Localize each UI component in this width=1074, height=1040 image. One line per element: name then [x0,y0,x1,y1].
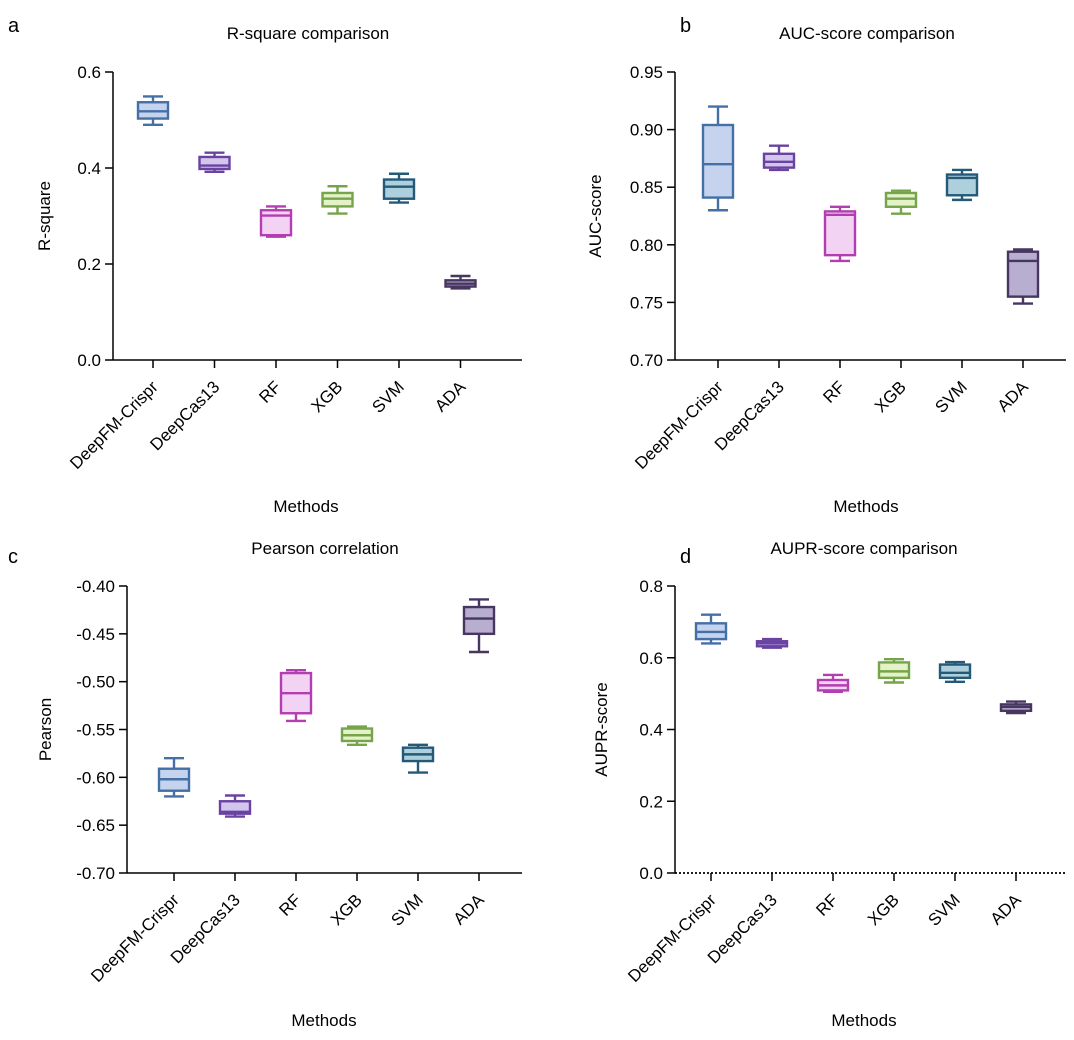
iqr-box [877,661,911,680]
box-deepcas13 [755,637,789,649]
box-deepcas13 [218,794,252,818]
x-tick-label: DeepFM-Crispr [624,890,720,986]
iqr-box [462,605,496,636]
y-tick-label: -0.70 [76,864,115,883]
panel-letter: c [8,546,18,568]
x-tick-label: ADA [994,377,1033,416]
iqr-box [823,210,857,257]
x-tick-label: XGB [327,890,366,929]
chart-title: AUPR-score comparison [770,539,957,558]
box-deepfm-crispr [701,105,735,212]
y-axis-label: AUPR-score [592,682,611,776]
chart-title: Pearson correlation [251,539,398,558]
y-tick-label: -0.60 [76,768,115,787]
y-tick-label: 0.95 [630,63,663,82]
box-rf [279,668,313,723]
iqr-box [701,123,735,199]
panel-letter: a [8,15,20,37]
x-axis-label: Methods [291,1011,356,1030]
x-axis-label: Methods [273,497,338,516]
y-axis-label: R-square [35,181,54,251]
y-axis-label: Pearson [36,698,55,761]
box-xgb [877,657,911,684]
chart-title: R-square comparison [227,24,390,43]
iqr-box [382,178,416,200]
y-tick-label: 0.85 [630,178,663,197]
x-tick-label: XGB [871,377,910,416]
iqr-box [1006,250,1040,298]
y-tick-label: 0.2 [639,792,663,811]
y-tick-label: 0.6 [639,649,663,668]
y-tick-label: 0.2 [77,255,101,274]
box-xgb [340,725,374,747]
box-xgb [884,189,918,215]
box-xgb [321,185,354,215]
box-deepfm-crispr [136,95,170,127]
y-tick-label: 0.70 [630,351,663,370]
y-tick-label: 0.4 [639,721,663,740]
panel-letter: b [680,15,691,37]
x-tick-label: DeepFM-Crispr [631,377,727,473]
y-tick-label: -0.45 [76,625,115,644]
box-deepcas13 [762,144,796,172]
y-tick-label: 0.6 [77,63,101,82]
box-svm [938,660,972,683]
x-tick-label: RF [819,377,848,406]
x-tick-label: ADA [431,377,470,416]
box-ada [462,598,496,654]
y-tick-label: 0.75 [630,293,663,312]
y-tick-label: 0.4 [77,159,101,178]
box-rf [259,205,293,238]
box-deepfm-crispr [157,757,191,798]
x-tick-label: RF [255,377,284,406]
y-tick-label: 0.8 [639,577,663,596]
box-svm [401,743,435,774]
chart-title: AUC-score comparison [779,24,955,43]
x-tick-label: ADA [450,890,489,929]
box-deepcas13 [198,151,231,174]
box-ada [444,274,477,290]
x-tick-label: DeepFM-Crispr [87,890,183,986]
y-tick-label: -0.50 [76,673,115,692]
x-axis-label: Methods [833,497,898,516]
box-svm [382,172,416,204]
y-axis-label: AUC-score [586,174,605,257]
box-deepfm-crispr [694,613,728,645]
iqr-box [259,209,293,237]
panel-letter: d [680,546,691,568]
x-tick-label: SVM [931,377,970,416]
y-tick-label: 0.90 [630,121,663,140]
iqr-box [945,173,979,197]
x-tick-label: ADA [987,890,1026,929]
box-rf [816,673,850,694]
x-tick-label: XGB [308,377,347,416]
x-tick-label: RF [812,890,841,919]
x-tick-label: SVM [387,890,426,929]
x-tick-label: RF [275,890,304,919]
x-tick-label: SVM [924,890,963,929]
box-ada [1006,248,1040,305]
y-tick-label: -0.40 [76,577,115,596]
y-tick-label: 0.0 [639,864,663,883]
y-tick-label: -0.55 [76,721,115,740]
x-tick-label: SVM [368,377,407,416]
box-ada [999,700,1033,715]
x-tick-label: XGB [864,890,903,929]
box-rf [823,205,857,263]
y-tick-label: -0.65 [76,816,115,835]
iqr-box [938,663,972,680]
iqr-box [198,155,231,171]
y-tick-label: 0.0 [77,351,101,370]
x-axis-label: Methods [831,1011,896,1030]
y-tick-label: 0.80 [630,236,663,255]
x-tick-label: DeepFM-Crispr [66,377,162,473]
box-svm [945,168,979,202]
